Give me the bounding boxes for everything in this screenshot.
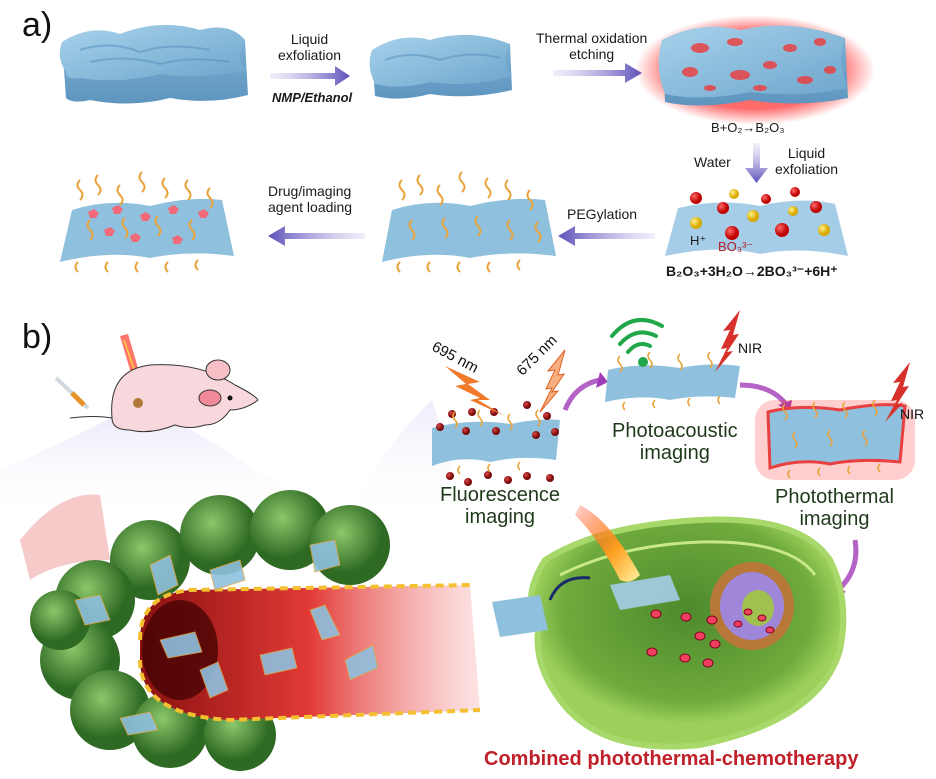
bulk-boron-block bbox=[59, 24, 248, 104]
therapy-title: Combined photothermal-chemotherapy bbox=[484, 748, 859, 770]
proton-spheres bbox=[690, 189, 830, 236]
drug-molecules bbox=[646, 608, 775, 668]
zoom-cone-mouse bbox=[0, 402, 330, 520]
panel-a-label: a) bbox=[22, 6, 53, 44]
syringe-icon bbox=[54, 376, 90, 410]
photoacoustic-imaging-label: Photoacoustic imaging bbox=[612, 420, 738, 464]
tumor-tissue bbox=[20, 490, 481, 771]
arrow-exfoliation bbox=[270, 66, 350, 86]
borate-label: BO₃³⁻ bbox=[718, 239, 754, 254]
water-label: Water bbox=[694, 154, 731, 170]
endocytosis-arrow bbox=[548, 576, 591, 601]
solvent-label: NMP/Ethanol bbox=[272, 90, 353, 105]
lightning-695-icon bbox=[445, 366, 505, 416]
lightning-nir-photoacoustic-icon bbox=[715, 310, 740, 372]
drug-loaded-nanosheet bbox=[60, 171, 234, 273]
hydrolyzed-nanosheet bbox=[665, 187, 848, 256]
panel-b-label: b) bbox=[22, 318, 53, 356]
arrow-pegylation bbox=[558, 226, 655, 246]
photoacoustic-nanosheet bbox=[605, 310, 740, 411]
thermal-oxidation-label: Thermal oxidation etching bbox=[536, 30, 648, 62]
cancer-cell bbox=[492, 505, 847, 750]
exfoliation-label: Liquid exfoliation bbox=[278, 31, 342, 63]
lightning-nir-photothermal-icon bbox=[885, 362, 910, 422]
laser-flame bbox=[575, 505, 640, 582]
lightning-675-icon bbox=[539, 349, 566, 413]
nir-label-photothermal: NIR bbox=[900, 406, 925, 422]
pegylated-nanosheet bbox=[382, 171, 556, 273]
nir-label-photoacoustic: NIR bbox=[738, 340, 763, 356]
acoustic-signal-icon bbox=[610, 317, 664, 354]
mouse-illustration bbox=[69, 359, 259, 433]
oxidation-equation: B+O₂→B₂O₃ bbox=[711, 120, 785, 135]
signal-source-dot bbox=[638, 357, 648, 367]
drug-loading-label: Drug/imaging agent loading bbox=[268, 183, 353, 215]
arrow-to-photoacoustic bbox=[562, 377, 601, 411]
entering-nanosheet bbox=[492, 595, 548, 637]
nucleus bbox=[710, 562, 794, 650]
fluorescence-nanosheet bbox=[432, 349, 566, 486]
liquid-exfoliation-label-2: Liquid exfoliation bbox=[775, 145, 839, 177]
oxidized-nanosheet bbox=[635, 15, 875, 125]
exfoliated-nanosheet bbox=[369, 34, 512, 99]
arrow-thermal-oxidation bbox=[553, 63, 642, 83]
arrow-to-photothermal bbox=[739, 382, 787, 405]
h-plus-label: H⁺ bbox=[690, 233, 707, 248]
borate-ion-spheres bbox=[690, 187, 822, 240]
photothermal-nanosheet bbox=[755, 362, 915, 480]
pegylation-label: PEGylation bbox=[567, 206, 638, 222]
fluorescence-imaging-label: Fluorescence imaging bbox=[440, 484, 561, 528]
hydrolysis-equation: B₂O₃+3H₂O→2BO₃³⁻+6H⁺ bbox=[666, 263, 838, 279]
photothermal-imaging-label: Photothermal imaging bbox=[775, 486, 894, 530]
internalized-nanosheet bbox=[610, 575, 680, 610]
arrow-drug-loading bbox=[268, 226, 365, 246]
arrow-water-exfoliation bbox=[745, 143, 768, 183]
